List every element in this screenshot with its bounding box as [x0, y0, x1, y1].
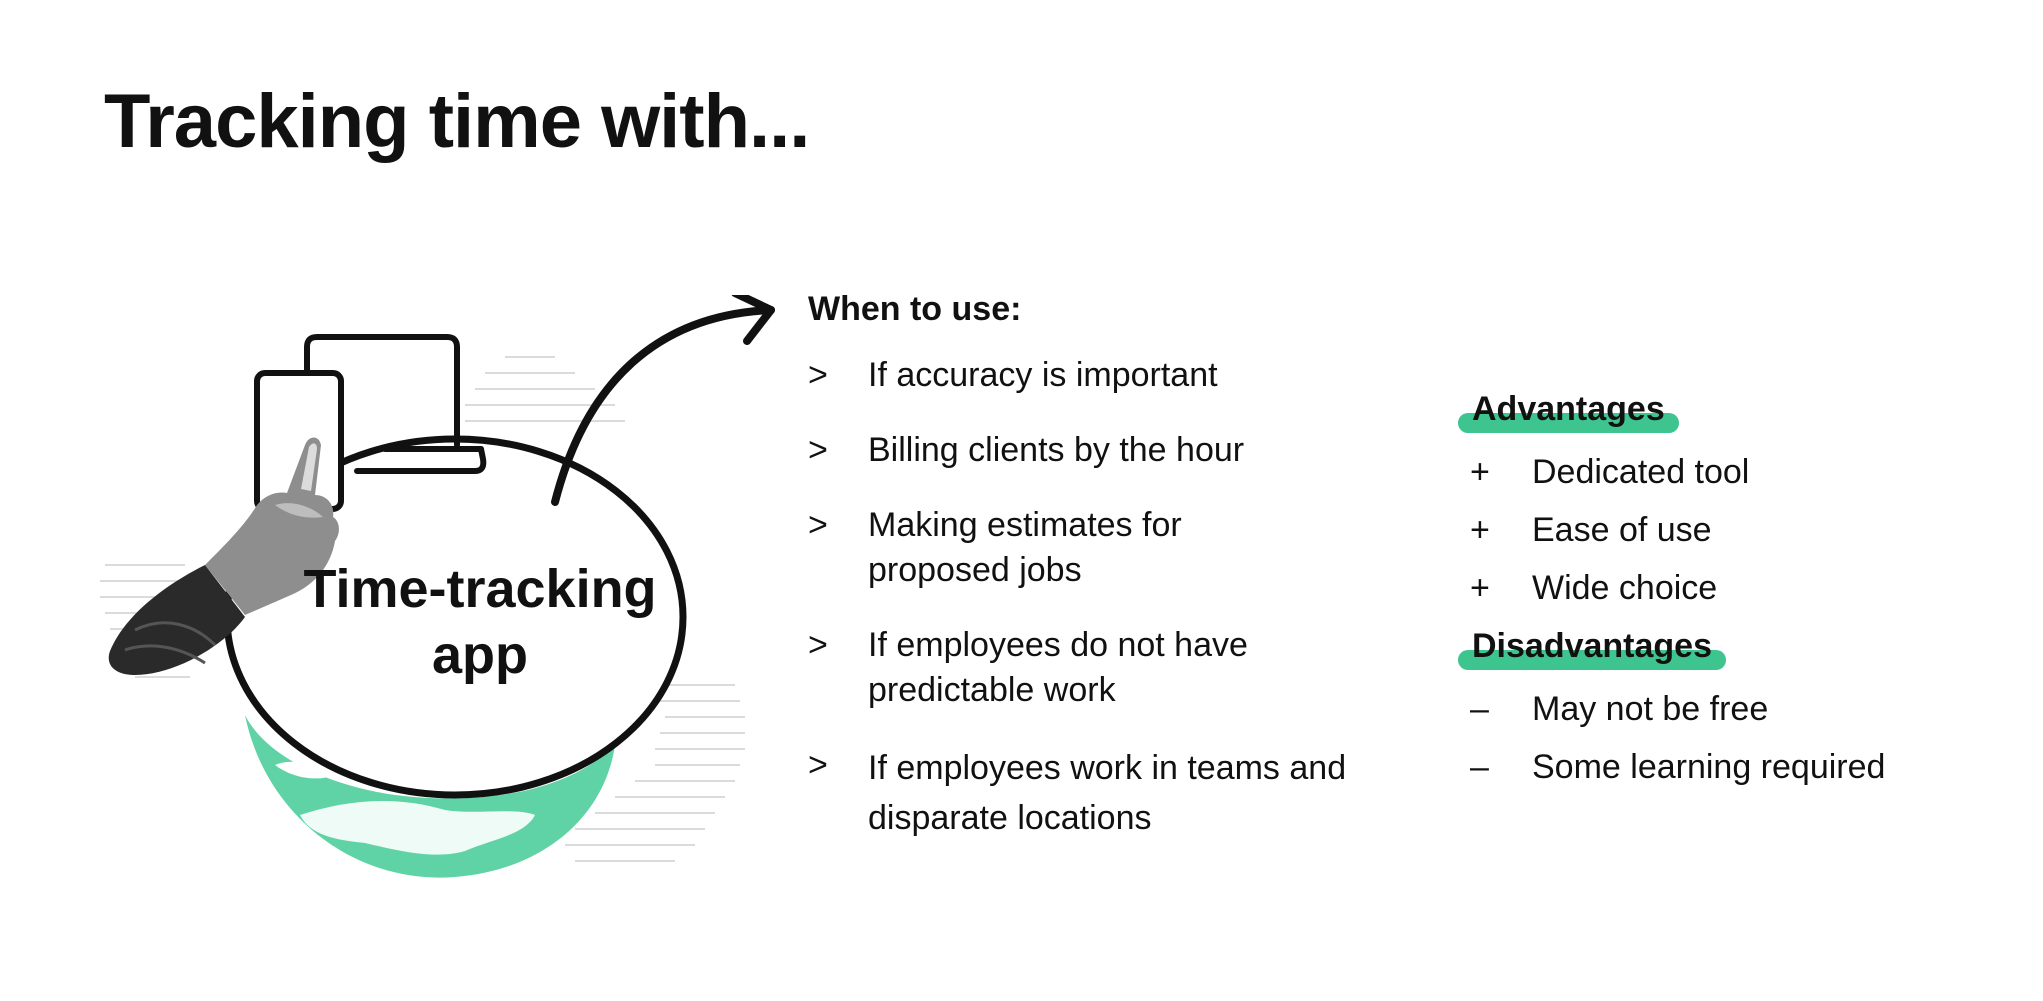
- chevron-right-icon: >: [808, 746, 828, 784]
- highlight-stroke: [1458, 413, 1679, 433]
- advantages-heading: Advantages: [1458, 390, 1679, 433]
- illustration-graphic: [100, 295, 775, 878]
- disadvantages-list: – May not be free – Some learning requir…: [1470, 680, 2010, 796]
- minus-icon: –: [1470, 748, 1489, 786]
- when-to-use-heading: When to use:: [808, 290, 1022, 328]
- list-item: – May not be free: [1470, 680, 2010, 738]
- list-item: – Some learning required: [1470, 738, 2010, 796]
- time-tracking-illustration: Time-tracking app: [95, 295, 795, 895]
- pros-cons-section: Advantages + Dedicated tool + Ease of us…: [1458, 390, 2010, 810]
- chevron-right-icon: >: [808, 626, 828, 664]
- list-item-text: If accuracy is important: [868, 356, 1218, 394]
- advantages-heading-label: Advantages: [1472, 390, 1665, 428]
- disadvantages-block: Disadvantages – May not be free – Some l…: [1458, 627, 2010, 796]
- list-item: > Making estimates for proposed jobs: [808, 503, 1368, 593]
- green-shape: [245, 715, 615, 878]
- chevron-right-icon: >: [808, 356, 828, 394]
- highlight-stroke: [1458, 650, 1726, 670]
- arrow-icon: [551, 295, 775, 506]
- chevron-right-icon: >: [808, 431, 828, 469]
- advantages-list: + Dedicated tool + Ease of use + Wide ch…: [1470, 443, 2010, 617]
- list-item-text: Wide choice: [1532, 569, 1718, 607]
- when-to-use-list: > If accuracy is important > Billing cli…: [808, 353, 1368, 843]
- list-item-text: May not be free: [1532, 690, 1769, 728]
- list-item-text: If employees do not have predictable wor…: [868, 626, 1248, 709]
- when-to-use-section: When to use: > If accuracy is important …: [808, 290, 1368, 873]
- advantages-block: Advantages + Dedicated tool + Ease of us…: [1458, 390, 2010, 617]
- list-item: > If accuracy is important: [808, 353, 1368, 398]
- list-item: > Billing clients by the hour: [808, 428, 1368, 473]
- chevron-right-icon: >: [808, 506, 828, 544]
- laptop-icon: [304, 334, 487, 474]
- bubble-label-line2: app: [431, 625, 528, 685]
- list-item-text: Some learning required: [1532, 748, 1886, 786]
- list-item: + Ease of use: [1470, 501, 2010, 559]
- bubble-label: Time-tracking app: [270, 556, 690, 688]
- list-item: + Wide choice: [1470, 559, 2010, 617]
- list-item: + Dedicated tool: [1470, 443, 2010, 501]
- list-item-text: Ease of use: [1532, 511, 1712, 549]
- list-item-text: Billing clients by the hour: [868, 431, 1245, 469]
- plus-icon: +: [1470, 453, 1490, 491]
- plus-icon: +: [1470, 569, 1490, 607]
- disadvantages-heading: Disadvantages: [1458, 627, 1726, 670]
- list-item: > If employees work in teams and dispara…: [808, 743, 1368, 843]
- pointing-hand-icon: [108, 437, 339, 675]
- list-item: > If employees do not have predictable w…: [808, 623, 1368, 713]
- list-item-text: Making estimates for proposed jobs: [868, 506, 1182, 589]
- page-title: Tracking time with...: [104, 79, 810, 164]
- disadvantages-heading-label: Disadvantages: [1472, 627, 1712, 665]
- list-item-text: Dedicated tool: [1532, 453, 1750, 491]
- plus-icon: +: [1470, 511, 1490, 549]
- minus-icon: –: [1470, 690, 1489, 728]
- list-item-text: If employees work in teams and disparate…: [868, 749, 1347, 837]
- bubble-label-line1: Time-tracking: [303, 559, 657, 619]
